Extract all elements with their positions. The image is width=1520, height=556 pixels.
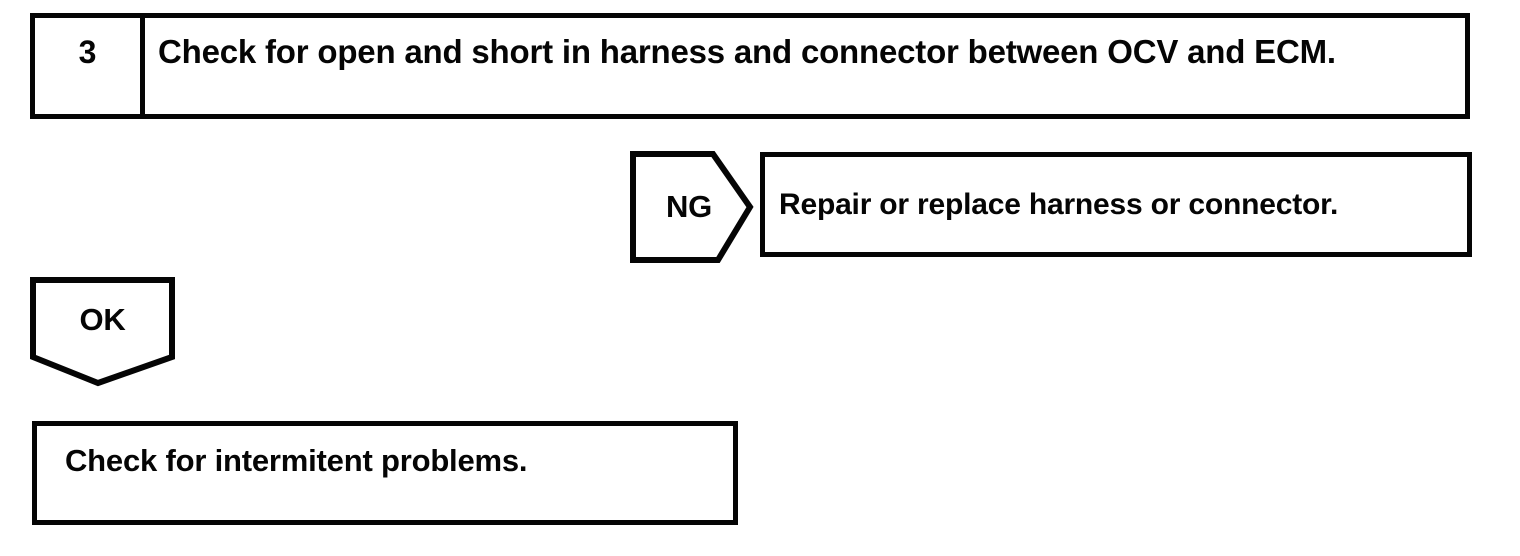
step-instruction: Check for open and short in harness and … [158,33,1336,70]
step-number: 3 [78,34,97,70]
ng-pentagon-shape [630,151,754,263]
step-number-cell: 3 [35,18,145,114]
ok-action-text: Check for intermitent problems. [65,443,528,478]
ng-action-box: Repair or replace harness or connector. [760,152,1472,257]
ok-pentagon-shape [30,277,175,387]
step-box: 3 Check for open and short in harness an… [30,13,1470,119]
ng-action-text: Repair or replace harness or connector. [779,187,1339,221]
ok-action-box: Check for intermitent problems. [32,421,738,525]
